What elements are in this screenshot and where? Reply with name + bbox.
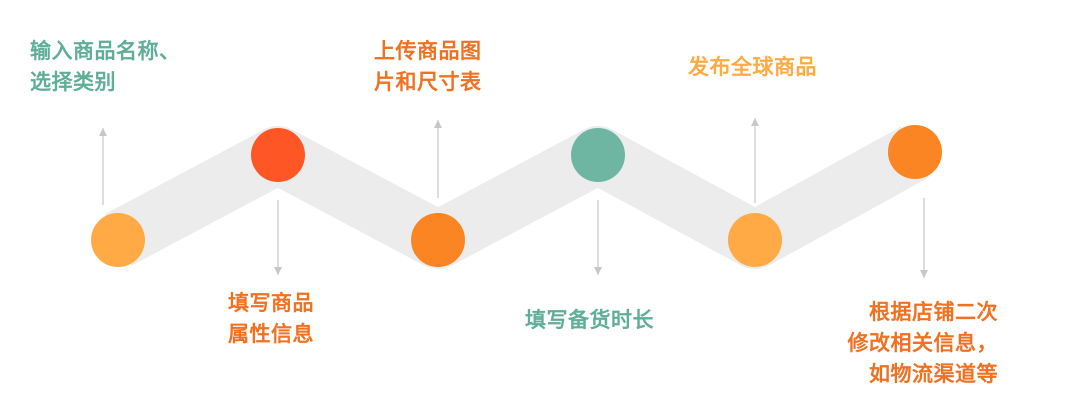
step-5-arrow	[751, 118, 759, 203]
step-1-arrow	[99, 128, 107, 205]
step-2-label: 填写商品 属性信息	[228, 291, 314, 346]
step-3-label: 上传商品图 片和尺寸表	[374, 39, 482, 94]
step-4-arrow	[594, 200, 602, 275]
step-3-node	[411, 213, 465, 267]
step-4-label: 填写备货时长	[525, 308, 654, 332]
step-4-node	[571, 128, 625, 182]
step-nodes	[91, 125, 942, 267]
step-6-arrow	[920, 198, 928, 278]
step-2-arrow	[274, 200, 282, 275]
step-6-node	[888, 125, 942, 179]
step-arrows	[99, 118, 928, 278]
zigzag-band-path	[104, 126, 929, 269]
zigzag-band	[104, 126, 929, 269]
step-2-node	[251, 128, 305, 182]
step-3-arrow	[434, 120, 442, 198]
step-5-label: 发布全球商品	[688, 55, 817, 79]
step-1-label: 输入商品名称、 选择类别	[30, 39, 181, 94]
step-1-node	[91, 213, 145, 267]
step-6-label: 根据店铺二次 修改相关信息， 如物流渠道等	[847, 300, 998, 386]
step-5-node	[728, 213, 782, 267]
